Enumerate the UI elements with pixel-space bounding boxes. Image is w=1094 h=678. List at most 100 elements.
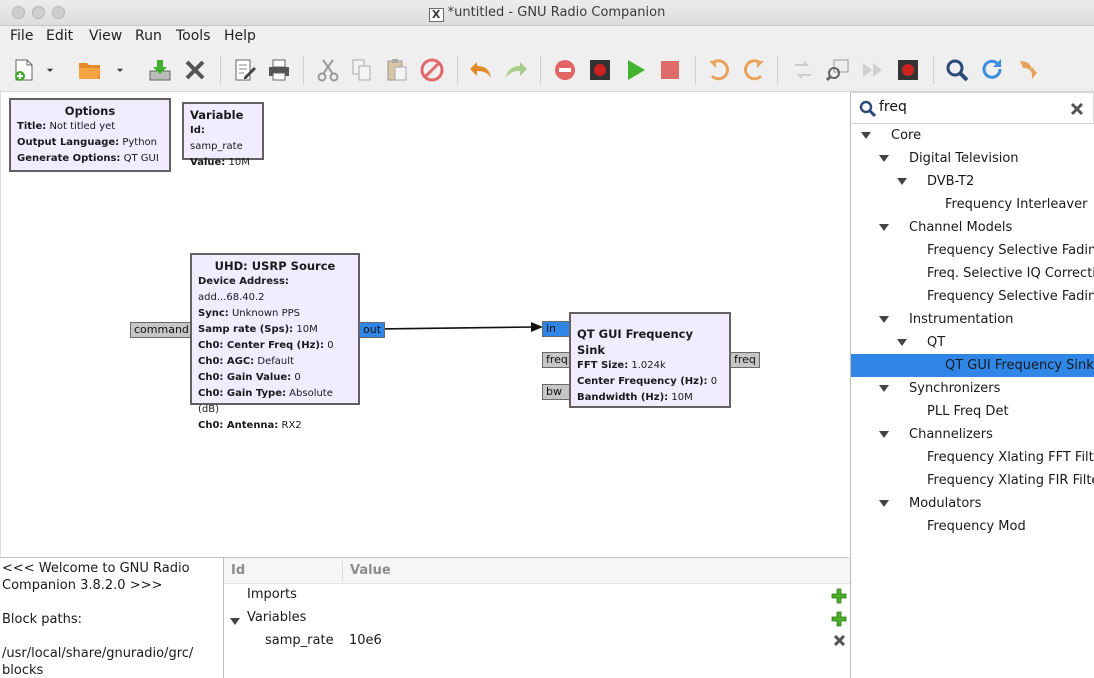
- block-param-row: Ch0: Gain Type: Absolute (dB): [198, 388, 333, 415]
- new-dropdown-button[interactable]: [42, 56, 58, 84]
- clear-search-icon[interactable]: [1070, 102, 1084, 116]
- options-block[interactable]: Options Title: Not titled yet Output Lan…: [9, 98, 171, 172]
- tree-block-item[interactable]: Frequency Selective Fading M: [927, 289, 1094, 304]
- delete-button[interactable]: [418, 56, 446, 84]
- tree-category[interactable]: Modulators: [909, 496, 982, 511]
- properties-button[interactable]: [231, 56, 259, 84]
- variables-row[interactable]: Variables: [247, 610, 307, 625]
- tree-category[interactable]: Synchronizers: [909, 381, 1001, 396]
- minimize-window-button[interactable]: [32, 6, 45, 19]
- connection-arrow[interactable]: [379, 320, 549, 340]
- expand-triangle-icon[interactable]: [879, 500, 889, 507]
- x11-icon: X: [428, 8, 444, 22]
- variable-name[interactable]: samp_rate: [265, 633, 334, 648]
- tree-block-item[interactable]: Frequency Xlating FFT Filter: [927, 450, 1094, 465]
- menu-view[interactable]: View: [89, 28, 123, 44]
- bw-port[interactable]: bw: [542, 384, 570, 400]
- reload-button[interactable]: [978, 56, 1006, 84]
- expand-triangle-icon[interactable]: [879, 155, 889, 162]
- block-param-row: Bandwidth (Hz): 10M: [577, 392, 693, 403]
- expand-triangle-icon[interactable]: [897, 178, 907, 185]
- menu-tools[interactable]: Tools: [176, 28, 211, 44]
- rotate-cw-button[interactable]: [740, 56, 768, 84]
- flowgraph-canvas[interactable]: Options Title: Not titled yet Output Lan…: [0, 92, 849, 557]
- expand-triangle-icon[interactable]: [879, 431, 889, 438]
- menu-file[interactable]: File: [10, 28, 34, 44]
- in-port[interactable]: in: [542, 321, 570, 337]
- command-port[interactable]: command: [130, 322, 193, 338]
- rotate-ccw-button[interactable]: [705, 56, 733, 84]
- tree-category[interactable]: Instrumentation: [909, 312, 1014, 327]
- tree-category[interactable]: Digital Television: [909, 151, 1019, 166]
- column-header-id[interactable]: Id: [231, 563, 246, 578]
- tree-block-item[interactable]: QT GUI Frequency Sink: [945, 358, 1094, 373]
- forward-button[interactable]: [859, 56, 887, 84]
- remove-variable-icon[interactable]: [833, 634, 846, 647]
- rotate-ccw-icon: [709, 59, 730, 81]
- close-button[interactable]: [181, 56, 209, 84]
- expand-triangle-icon[interactable]: [230, 618, 240, 625]
- redo-button[interactable]: [502, 56, 530, 84]
- close-window-button[interactable]: [12, 6, 25, 19]
- move-button[interactable]: [789, 56, 817, 84]
- tree-category[interactable]: QT: [927, 335, 946, 350]
- menu-edit[interactable]: Edit: [46, 28, 74, 44]
- out-port[interactable]: out: [359, 322, 386, 338]
- print-button[interactable]: [265, 56, 293, 84]
- paste-button[interactable]: [383, 56, 411, 84]
- execute-button[interactable]: [621, 56, 649, 84]
- disable-block-button[interactable]: [551, 56, 579, 84]
- play-icon: [628, 60, 645, 80]
- expand-triangle-icon[interactable]: [879, 224, 889, 231]
- tree-category[interactable]: Core: [891, 128, 922, 143]
- expand-triangle-icon[interactable]: [861, 132, 871, 139]
- window-title-wrap: X*untitled - GNU Radio Companion: [0, 5, 1094, 22]
- toolbar-separator: [540, 56, 541, 84]
- search-input[interactable]: [879, 99, 1059, 115]
- new-button[interactable]: [10, 56, 38, 84]
- generate-button[interactable]: [586, 56, 614, 84]
- open-dropdown-button[interactable]: [112, 56, 128, 84]
- zoom-window-button[interactable]: [52, 6, 65, 19]
- block-param-row: Value: 10M: [190, 157, 250, 168]
- cut-button[interactable]: [314, 56, 342, 84]
- copy-button[interactable]: [348, 56, 376, 84]
- expand-triangle-icon[interactable]: [879, 316, 889, 323]
- search-button[interactable]: [943, 56, 971, 84]
- menu-run[interactable]: Run: [135, 28, 162, 44]
- add-import-icon[interactable]: [831, 588, 847, 604]
- freq-sink-block[interactable]: QT GUI Frequency Sink FFT Size: 1.024k C…: [569, 312, 731, 408]
- find-block-button[interactable]: [824, 56, 852, 84]
- variable-value[interactable]: 10e6: [349, 633, 382, 648]
- tree-category[interactable]: Channel Models: [909, 220, 1013, 235]
- expand-triangle-icon[interactable]: [897, 339, 907, 346]
- tree-block-item[interactable]: Frequency Xlating FIR Filter: [927, 473, 1094, 488]
- tree-category[interactable]: Channelizers: [909, 427, 993, 442]
- stop-button[interactable]: [894, 56, 922, 84]
- usrp-source-block[interactable]: UHD: USRP Source Device Address: add...6…: [190, 253, 360, 431]
- column-header-value[interactable]: Value: [350, 563, 391, 578]
- menu-bar: File Edit View Run Tools Help: [0, 26, 1094, 48]
- undo-button[interactable]: [467, 56, 495, 84]
- usrp-block-title: UHD: USRP Source: [214, 259, 336, 273]
- variable-block[interactable]: Variable Id: samp_rate Value: 10M: [182, 102, 264, 168]
- kill-button[interactable]: [656, 56, 684, 84]
- menu-help[interactable]: Help: [224, 28, 256, 44]
- tree-block-item[interactable]: Frequency Interleaver: [945, 197, 1088, 212]
- tree-category[interactable]: DVB-T2: [927, 174, 975, 189]
- tree-block-item[interactable]: Frequency Selective Fading M: [927, 243, 1094, 258]
- tree-block-item[interactable]: Frequency Mod: [927, 519, 1026, 534]
- freq-in-port[interactable]: freq: [542, 352, 572, 368]
- tree-block-item[interactable]: Freq. Selective IQ Correction: [927, 266, 1094, 281]
- imports-row[interactable]: Imports: [247, 587, 297, 602]
- expand-triangle-icon[interactable]: [879, 385, 889, 392]
- freq-out-port[interactable]: freq: [730, 352, 760, 368]
- console-panel[interactable]: <<< Welcome to GNU Radio Companion 3.8.2…: [0, 557, 223, 678]
- open-button[interactable]: [76, 56, 104, 84]
- tree-block-item[interactable]: PLL Freq Det: [927, 404, 1009, 419]
- print-icon: [269, 59, 289, 81]
- save-button[interactable]: [146, 56, 174, 84]
- add-variable-icon[interactable]: [831, 611, 847, 627]
- tree-selection-highlight: [851, 354, 1094, 377]
- forward-arrow-button[interactable]: [1013, 56, 1041, 84]
